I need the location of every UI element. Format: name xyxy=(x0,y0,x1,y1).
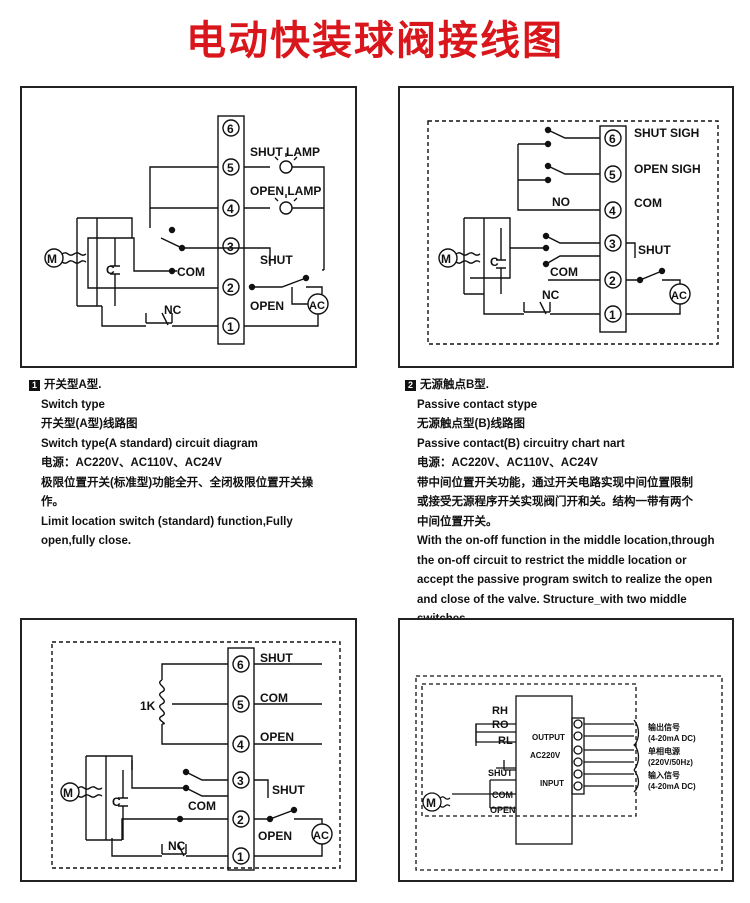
label-com-terminal: COM xyxy=(634,196,662,210)
desc-line: 开关型(A型)线路图 xyxy=(41,418,138,430)
terminal-5: 5 xyxy=(237,698,244,712)
terminal-3: 3 xyxy=(237,774,244,788)
label-com: COM xyxy=(550,265,578,279)
label-no: NO xyxy=(552,195,570,209)
terminal-5: 5 xyxy=(227,161,234,175)
desc-line: With the on-off function in the middle l… xyxy=(417,535,715,547)
circuit-diagram-c: 6 5 4 3 2 1 SHUT COM OPEN 1K SHUT COM OP… xyxy=(51,641,341,871)
diagram-switch-type-a: 6 5 4 3 2 1 SHUT LAMP OPEN LAMP SHUT COM… xyxy=(20,86,357,368)
label-shut: SHUT xyxy=(260,253,293,267)
motor-symbol: M xyxy=(47,252,57,266)
label-input-signal-cn: 输入信号 xyxy=(648,770,680,780)
label-open-lamp: OPEN LAMP xyxy=(250,184,321,198)
label-nc: NC xyxy=(164,303,182,317)
circuit-diagram-a: 6 5 4 3 2 1 SHUT LAMP OPEN LAMP SHUT COM… xyxy=(44,115,329,345)
desc-line: 中间位置开关。 xyxy=(417,515,498,528)
section-heading: 开关型A型. xyxy=(44,379,102,391)
terminal-6: 6 xyxy=(237,658,244,672)
label-input-signal-range: (4-20mA DC) xyxy=(648,782,696,791)
label-nc: NC xyxy=(542,288,560,302)
desc-line: Passive contact(B) circuitry chart nart xyxy=(417,437,625,450)
terminal-3: 3 xyxy=(227,240,234,254)
desc-line: 作。 xyxy=(41,496,64,508)
terminal-6: 6 xyxy=(609,132,616,146)
desc-line: and close of the valve. Structure_with t… xyxy=(417,593,687,606)
label-com: COM xyxy=(188,799,216,813)
desc-line: 无源触点型(B)线路图 xyxy=(417,418,525,430)
terminal-2: 2 xyxy=(237,813,244,827)
desc-line: 或接受无源程序开关实现阀门开和关。结构一带有两个 xyxy=(417,496,693,508)
label-power-cn: 单相电源 xyxy=(648,746,680,756)
circuit-diagram-d: RH RO RL OUTPUT AC220V INPUT SHUT COM OP… xyxy=(415,675,723,871)
terminal-1: 1 xyxy=(227,320,234,334)
motor-symbol: M xyxy=(441,252,451,266)
label-shut: SHUT xyxy=(272,783,305,797)
motor-symbol: M xyxy=(426,796,436,810)
label-nc: NC xyxy=(168,839,186,853)
terminal-6: 6 xyxy=(227,122,234,136)
label-output-signal-range: (4-20mA DC) xyxy=(648,734,696,743)
description-passive-contact-b: 2 无源触点B型. Passive contact stype 无源触点型(B)线… xyxy=(405,376,733,630)
desc-line: Passive contact stype xyxy=(417,398,538,411)
desc-line: 带中间位置开关功能，通过开关电路实现中间位置限制 xyxy=(417,476,693,489)
label-open: OPEN xyxy=(490,805,516,815)
desc-line: 电源：AC220V、AC110V、AC24V xyxy=(41,457,222,469)
diagram-passive-contact-b: 6 5 4 3 2 1 SHUT SIGH OPEN SIGH NO COM S… xyxy=(398,86,734,368)
label-rl: RL xyxy=(498,735,513,747)
ac-source-symbol: AC xyxy=(309,300,325,312)
desc-line: 极限位置开关(标准型)功能全开、全闭极限位置开关操 xyxy=(41,476,314,489)
terminal-1: 1 xyxy=(237,850,244,864)
label-output: OUTPUT xyxy=(532,733,565,742)
desc-line: Limit location switch (standard) functio… xyxy=(41,515,293,528)
terminal-4: 4 xyxy=(609,204,616,218)
ac-source-symbol: AC xyxy=(671,290,687,302)
terminal-4: 4 xyxy=(227,202,234,216)
desc-line: Switch type xyxy=(41,398,105,411)
terminal-4: 4 xyxy=(237,738,244,752)
label-potentiometer: 1K xyxy=(140,699,156,713)
motor-symbol: M xyxy=(63,786,73,800)
label-open-sigh: OPEN SIGH xyxy=(634,162,701,176)
page-title: 电动快装球阀接线图 xyxy=(186,18,564,64)
ac-source-symbol: AC xyxy=(313,830,329,842)
label-shut: SHUT xyxy=(488,768,513,778)
desc-line: open,fully close. xyxy=(41,535,132,547)
terminal-5: 5 xyxy=(609,168,616,182)
terminal-2: 2 xyxy=(609,274,616,288)
label-open: OPEN xyxy=(250,299,284,313)
label-power-rating: (220V/50Hz) xyxy=(648,758,693,767)
label-input: INPUT xyxy=(540,779,564,788)
label-capacitor: C xyxy=(112,795,121,809)
label-capacitor: C xyxy=(490,255,499,269)
section-number-badge: 1 xyxy=(29,380,40,392)
label-output-signal-cn: 输出信号 xyxy=(648,722,680,732)
label-shut-sigh: SHUT SIGH xyxy=(634,126,699,140)
terminal-1: 1 xyxy=(609,308,616,322)
label-capacitor: C xyxy=(106,263,115,277)
diagram-switch-type-c: 6 5 4 3 2 1 SHUT COM OPEN 1K SHUT COM OP… xyxy=(20,618,357,882)
desc-line: Switch type(A standard) circuit diagram xyxy=(41,437,258,450)
description-switch-type-a: 1 开关型A型. Switch type 开关型(A型)线路图 Switch ty… xyxy=(29,376,355,552)
section-heading: 无源触点B型. xyxy=(420,379,489,391)
label-open-terminal: OPEN xyxy=(260,730,294,744)
diagram-proportional-control: RH RO RL OUTPUT AC220V INPUT SHUT COM OP… xyxy=(398,618,734,882)
label-com: COM xyxy=(177,265,205,279)
section-number-badge: 2 xyxy=(405,380,416,392)
label-ro: RO xyxy=(492,719,509,731)
desc-line: 电源：AC220V、AC110V、AC24V xyxy=(417,457,598,469)
label-ac220v: AC220V xyxy=(530,751,561,760)
label-com: COM xyxy=(492,790,513,800)
terminal-2: 2 xyxy=(227,281,234,295)
desc-line: the on-off circuit to restrict the middl… xyxy=(417,554,687,567)
circuit-diagram-b: 6 5 4 3 2 1 SHUT SIGH OPEN SIGH NO COM S… xyxy=(427,120,719,345)
label-com-terminal: COM xyxy=(260,691,288,705)
terminal-3: 3 xyxy=(609,237,616,251)
desc-line: accept the passive program switch to rea… xyxy=(417,574,713,586)
label-shut: SHUT xyxy=(638,243,671,257)
label-open: OPEN xyxy=(258,829,292,843)
label-shut-terminal: SHUT xyxy=(260,651,293,665)
label-shut-lamp: SHUT LAMP xyxy=(250,145,320,159)
label-rh: RH xyxy=(492,705,508,717)
